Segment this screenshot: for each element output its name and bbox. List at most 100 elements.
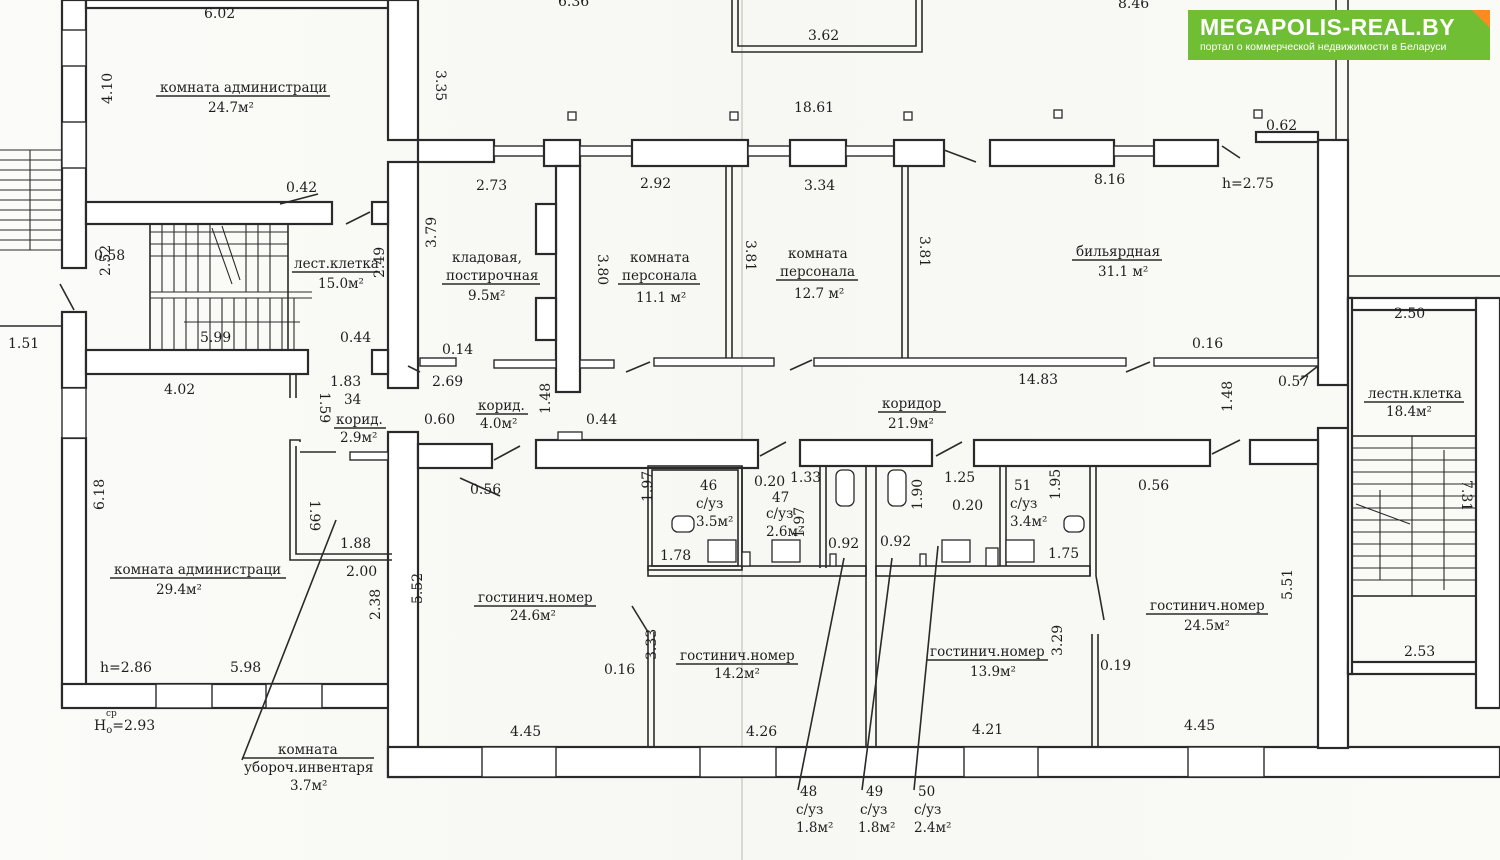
room-name-stair-right: лестн.клетка — [1368, 386, 1462, 402]
dim-1-90: 1.90 — [910, 479, 926, 510]
room-area-stair-right: 18.4м² — [1386, 404, 1432, 420]
room-name-cleaning-2: убороч.инвентаря — [244, 760, 373, 776]
room-labels: комната администраци 24.7м² лест.клетка … — [110, 80, 1464, 836]
dim-2-50: 2.50 — [1394, 306, 1425, 322]
windows — [61, 29, 1265, 778]
room-area-admin-top: 24.7м² — [208, 100, 254, 116]
dim-3-81-a: 3.81 — [742, 240, 758, 271]
wc-number-51: 51 — [1014, 478, 1031, 494]
wc-number-47: 47 — [772, 490, 789, 506]
dim-0-62: 0.62 — [1266, 118, 1297, 134]
dim-5-52: 5.52 — [410, 573, 426, 604]
room-area-staff2: 12.7 м² — [794, 286, 844, 302]
wc-number-46: 46 — [700, 478, 717, 494]
wc-name-47: с/уз — [766, 506, 793, 522]
dim-2-52: 2.52 — [98, 245, 114, 276]
dim-6-02: 6.02 — [204, 6, 235, 22]
dim-2-69: 2.69 — [432, 374, 463, 390]
wc-area-47: 2.6м² — [766, 524, 803, 540]
dim-0-58: 0.58 — [94, 248, 125, 264]
dim-0-14: 0.14 — [442, 342, 473, 358]
dim-0-19: 0.19 — [1100, 658, 1131, 674]
dim-4-26: 4.26 — [746, 724, 777, 740]
room-area-hotel1: 24.6м² — [510, 608, 556, 624]
room-area-hotel2: 14.2м² — [714, 666, 760, 682]
ceiling-heights: h=2.75 h=2.86 Ho=2.93 cp — [94, 176, 1274, 736]
dim-0-56-b: 0.56 — [1138, 478, 1169, 494]
dim-3-80: 3.80 — [594, 254, 610, 285]
wc-number-50: 50 — [918, 784, 935, 800]
dim-0-16-b: 0.16 — [604, 662, 635, 678]
room-area-hotel3: 13.9м² — [970, 664, 1016, 680]
room-area-stair-left: 15.0м² — [318, 276, 364, 292]
dim-4-45-b: 4.45 — [1184, 718, 1215, 734]
dim-0-20-b: 0.20 — [952, 498, 983, 514]
dim-14-83: 14.83 — [1018, 372, 1058, 388]
height-average-eq: = — [112, 718, 124, 734]
dim-1-59: 1.59 — [316, 392, 332, 423]
dimensions: 6.02 6.36 3.62 8.46 4.10 3.35 18.61 0.62… — [8, 0, 1474, 740]
room-name-hotel1: гостинич.номер — [478, 590, 593, 606]
dim-0-44-a: 0.44 — [340, 330, 371, 346]
wc-name-46: с/уз — [696, 496, 723, 512]
dim-2-00: 2.00 — [346, 564, 377, 580]
dim-7-31: 7.31 — [1458, 480, 1474, 511]
logo-tagline: портал о коммерческой недвижимости в Бел… — [1200, 41, 1447, 53]
dim-2-92: 2.92 — [640, 176, 671, 192]
dim-3-34: 3.34 — [804, 178, 835, 194]
dim-0-56-a: 0.56 — [470, 482, 501, 498]
dim-1-88: 1.88 — [340, 536, 371, 552]
dim-0-57: 0.57 — [1278, 374, 1309, 390]
dim-4-02: 4.02 — [164, 382, 195, 398]
height-average: Ho=2.93 — [94, 718, 155, 736]
wc-number-49: 49 — [866, 784, 883, 800]
height-average-value: 2.93 — [124, 718, 155, 734]
dim-1-97-a: 1.97 — [640, 471, 656, 502]
dim-6-36: 6.36 — [558, 0, 589, 10]
dim-3-79: 3.79 — [424, 217, 440, 248]
room-name-admin-top: комната администраци — [160, 80, 327, 96]
site-logo[interactable]: MEGAPOLIS-REAL.BY портал о коммерческой … — [1188, 10, 1490, 60]
room-name-staff2-1: комната — [788, 246, 848, 262]
dim-8-16: 8.16 — [1094, 172, 1125, 188]
dim-1-48-a: 1.48 — [538, 383, 554, 414]
dim-0-60: 0.60 — [424, 412, 455, 428]
room-name-cleaning-1: комната — [278, 742, 338, 758]
logo-brand: MEGAPOLIS-REAL.BY — [1200, 14, 1456, 40]
room-name-hotel3: гостинич.номер — [930, 644, 1045, 660]
wc-area-50: 2.4м² — [914, 820, 951, 836]
room-name-admin-bottom: комната администраци — [114, 562, 281, 578]
dim-18-61: 18.61 — [794, 100, 834, 116]
dim-2-73: 2.73 — [476, 178, 507, 194]
room-name-corridor: коридор — [882, 396, 941, 412]
height-average-prefix: H — [94, 718, 106, 734]
dim-3-35: 3.35 — [432, 70, 448, 101]
outer-walls — [60, 0, 1500, 779]
dim-5-98: 5.98 — [230, 660, 261, 676]
room-name-staff1-1: комната — [630, 250, 690, 266]
wc-area-46: 3.5м² — [696, 514, 733, 530]
wc-area-48: 1.8м² — [796, 820, 833, 836]
height-average-sub: o — [106, 725, 112, 736]
dim-2-53: 2.53 — [1404, 644, 1435, 660]
dim-1-48-b: 1.48 — [1220, 381, 1236, 412]
dim-0-16-a: 0.16 — [1192, 336, 1223, 352]
room-area-corr-small1: 4.0м² — [480, 416, 517, 432]
dim-0-44-b: 0.44 — [586, 412, 617, 428]
room-name-storage-2: постирочная — [446, 268, 538, 284]
leader-lines — [241, 193, 939, 791]
dim-0-42: 0.42 — [286, 180, 317, 196]
room-area-admin-bottom: 29.4м² — [156, 582, 202, 598]
room-name-staff2-2: персонала — [780, 264, 855, 280]
dim-1-99: 1.99 — [306, 500, 322, 531]
dim-8-46: 8.46 — [1118, 0, 1149, 12]
wc-area-51: 3.4м² — [1010, 514, 1047, 530]
room-name-hotel2: гостинич.номер — [680, 648, 795, 664]
dim-1-95: 1.95 — [1048, 469, 1064, 500]
dim-1-25: 1.25 — [944, 470, 975, 486]
room-name-hotel4: гостинич.номер — [1150, 598, 1265, 614]
room-name-stair-left: лест.клетка — [294, 256, 379, 272]
wc-number-48: 48 — [800, 784, 817, 800]
